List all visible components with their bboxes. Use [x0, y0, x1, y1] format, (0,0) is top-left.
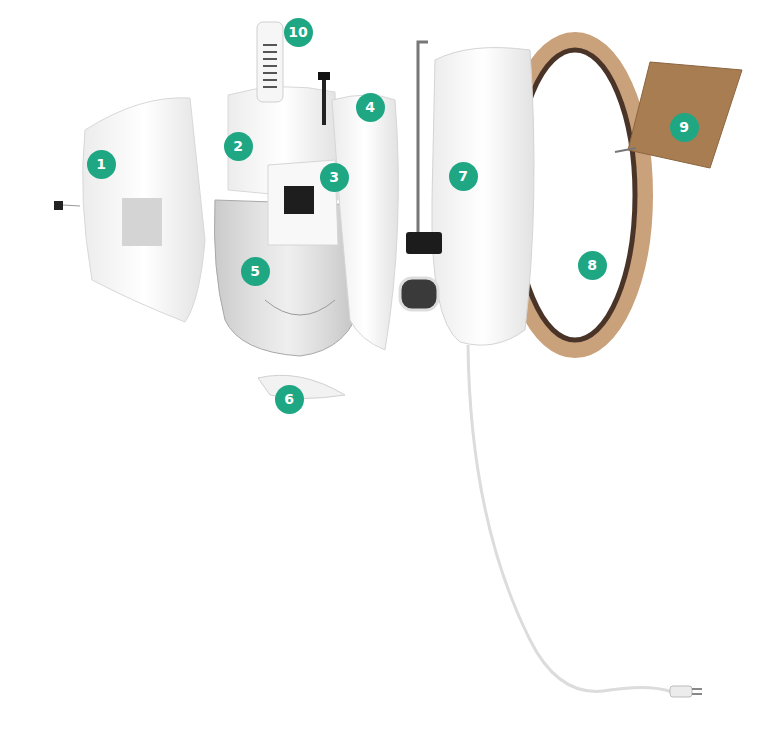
sensor-cap — [318, 72, 330, 80]
filter-cartridge — [257, 22, 283, 102]
callout-number: 3 — [320, 163, 349, 192]
side-panel — [332, 95, 398, 350]
pump — [406, 232, 442, 254]
front-shell — [83, 98, 205, 322]
callout-number: 10 — [284, 18, 313, 47]
knob-shaft — [63, 205, 80, 206]
wood-panel — [628, 62, 742, 168]
shell-window — [122, 198, 162, 246]
module-opening — [284, 186, 314, 214]
callout-number: 4 — [356, 93, 385, 122]
callout-number: 7 — [449, 162, 478, 191]
power-cable — [468, 345, 672, 692]
callout-number: 9 — [670, 113, 699, 142]
back-housing — [432, 48, 534, 346]
knob — [54, 201, 63, 210]
callout-number: 1 — [87, 150, 116, 179]
callout-number: 8 — [578, 251, 607, 280]
callout-number: 5 — [241, 257, 270, 286]
plug-pin — [692, 688, 702, 690]
plug-pin — [692, 693, 702, 695]
callout-number: 2 — [224, 132, 253, 161]
pipe — [418, 42, 428, 240]
plug — [670, 686, 692, 697]
filter-slots — [263, 45, 277, 87]
sensor-rod — [322, 80, 326, 125]
tank-detail — [265, 300, 335, 315]
screw — [615, 148, 636, 152]
callout-number: 6 — [275, 385, 304, 414]
fan — [400, 278, 438, 310]
